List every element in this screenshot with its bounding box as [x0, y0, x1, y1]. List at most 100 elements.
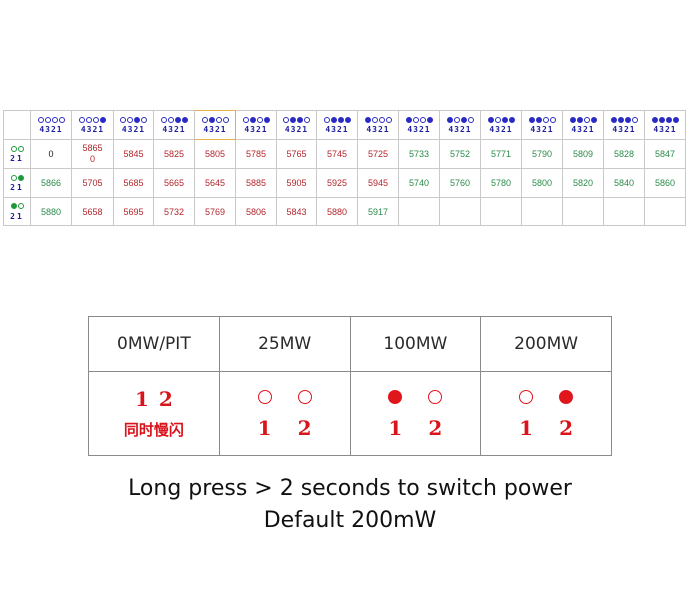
band-header-cell: 21 — [3, 168, 31, 198]
led-2-icon — [428, 389, 443, 404]
led-dot-icon — [576, 116, 583, 123]
led-number: 2 — [559, 415, 574, 440]
power-header-cell: 0MW/PIT — [88, 316, 220, 372]
led-dot-icon — [58, 116, 65, 123]
led-2-icon — [559, 389, 574, 404]
led-dot-icon — [371, 116, 378, 123]
frequency-cell: 5732 — [153, 197, 195, 226]
channel-dot-numbers: 4321 — [244, 125, 268, 134]
channel-header-row: 4321 4321 4321 4321 4321 4321 4321 4321 4321 4321… — [3, 110, 686, 140]
channel-dot-indicator — [196, 115, 235, 125]
led-dot-icon — [93, 116, 99, 123]
led-dot-icon — [344, 116, 351, 123]
led-dot-icon — [37, 116, 44, 123]
led-dot-icon — [51, 116, 58, 123]
frequency-cell: 5866 — [30, 168, 72, 198]
led-dot-icon — [542, 116, 549, 123]
led-dot-icon — [467, 116, 474, 123]
led-dot-icon — [405, 116, 412, 123]
frequency-cell: 5800 — [521, 168, 563, 198]
led-dot-icon — [590, 116, 597, 123]
led-dot-icon — [17, 203, 24, 210]
led-indicator-row — [481, 389, 611, 404]
channel-header-cell: 4321 — [357, 110, 399, 140]
frequency-cell: 5843 — [276, 197, 317, 226]
pit-led-numbers: 12 — [134, 387, 183, 411]
led-dot-icon — [569, 116, 576, 123]
frequency-cell: 5847 — [644, 139, 686, 169]
channel-dot-indicator — [155, 115, 194, 125]
channel-dot-indicator — [482, 115, 521, 125]
frequency-cell: 5880 — [30, 197, 72, 226]
frequency-cell: 58650 — [71, 139, 114, 169]
default-power-caption: Default 200mW — [263, 508, 437, 533]
frequency-cell: 5860 — [644, 168, 686, 198]
channel-dot-numbers: 4321 — [162, 125, 186, 134]
led-dot-icon — [535, 116, 542, 123]
channel-dot-indicator — [318, 115, 357, 125]
led-dot-icon — [631, 116, 638, 123]
channel-header-cell: 4321 — [439, 110, 481, 140]
channel-dot-numbers: 4321 — [39, 125, 63, 134]
channel-dot-indicator — [73, 115, 113, 125]
led-dot-icon — [283, 116, 289, 123]
channel-dot-numbers: 4321 — [407, 125, 431, 134]
channel-dot-numbers: 4321 — [489, 125, 513, 134]
led-dot-icon — [583, 116, 590, 123]
frequency-cell: 5760 — [439, 168, 481, 198]
frequency-cell: 5685 — [113, 168, 154, 198]
led-dot-icon — [10, 174, 17, 181]
led-dot-icon — [141, 116, 147, 123]
frequency-cell: 0 — [30, 139, 72, 169]
frequency-cell: 5725 — [357, 139, 399, 169]
led-dot-icon — [508, 116, 515, 123]
led-dot-icon — [364, 116, 371, 123]
led-dot-icon — [79, 116, 85, 123]
frequency-cell: 5809 — [562, 139, 604, 169]
led-dot-icon — [651, 116, 658, 123]
channel-header-cell: 4321 — [316, 110, 358, 140]
channel-header-cell: 4321 — [235, 110, 277, 140]
channel-header-cell: 4321 — [30, 110, 72, 140]
channel-frequency-table: 4321 4321 4321 4321 4321 4321 4321 4321 4321 4321… — [3, 110, 686, 226]
pit-cell: 12 同时慢闪 — [88, 371, 220, 456]
led-dot-icon — [263, 116, 270, 123]
frequency-cell: 5665 — [153, 168, 195, 198]
band-dot-numbers: 21 — [10, 154, 24, 163]
led-dot-icon — [44, 116, 51, 123]
channel-header-cell: 4321 — [398, 110, 440, 140]
channel-dot-indicator — [237, 115, 276, 125]
frequency-cell — [480, 197, 522, 226]
channel-header-cell: 4321 — [276, 110, 317, 140]
led-dot-icon — [426, 116, 433, 123]
led-dot-icon — [610, 116, 617, 123]
pit-description: 同时慢闪 — [123, 421, 184, 439]
led-2-icon — [297, 389, 312, 404]
channel-dot-indicator — [605, 115, 644, 125]
channel-dot-indicator — [523, 115, 562, 125]
led-number: 2 — [297, 415, 312, 440]
led-dot-icon — [127, 116, 133, 123]
frequency-cell: 5705 — [71, 168, 114, 198]
led-dot-icon — [297, 116, 303, 123]
channel-dot-numbers: 4321 — [612, 125, 636, 134]
led-dot-icon — [665, 116, 672, 123]
led-dot-icon — [378, 116, 385, 123]
frequency-cell: 5905 — [276, 168, 317, 198]
led-dot-icon — [167, 116, 174, 123]
power-header-cell: 200MW — [480, 316, 612, 372]
led-dot-icon — [174, 116, 181, 123]
led-dot-icon — [672, 116, 679, 123]
channel-dot-numbers: 4321 — [653, 125, 677, 134]
channel-header-cell: 4321 — [71, 110, 114, 140]
channel-dot-numbers: 4321 — [448, 125, 472, 134]
led-dot-icon — [134, 116, 140, 123]
led-dot-icon — [290, 116, 296, 123]
channel-dot-numbers: 4321 — [325, 125, 349, 134]
